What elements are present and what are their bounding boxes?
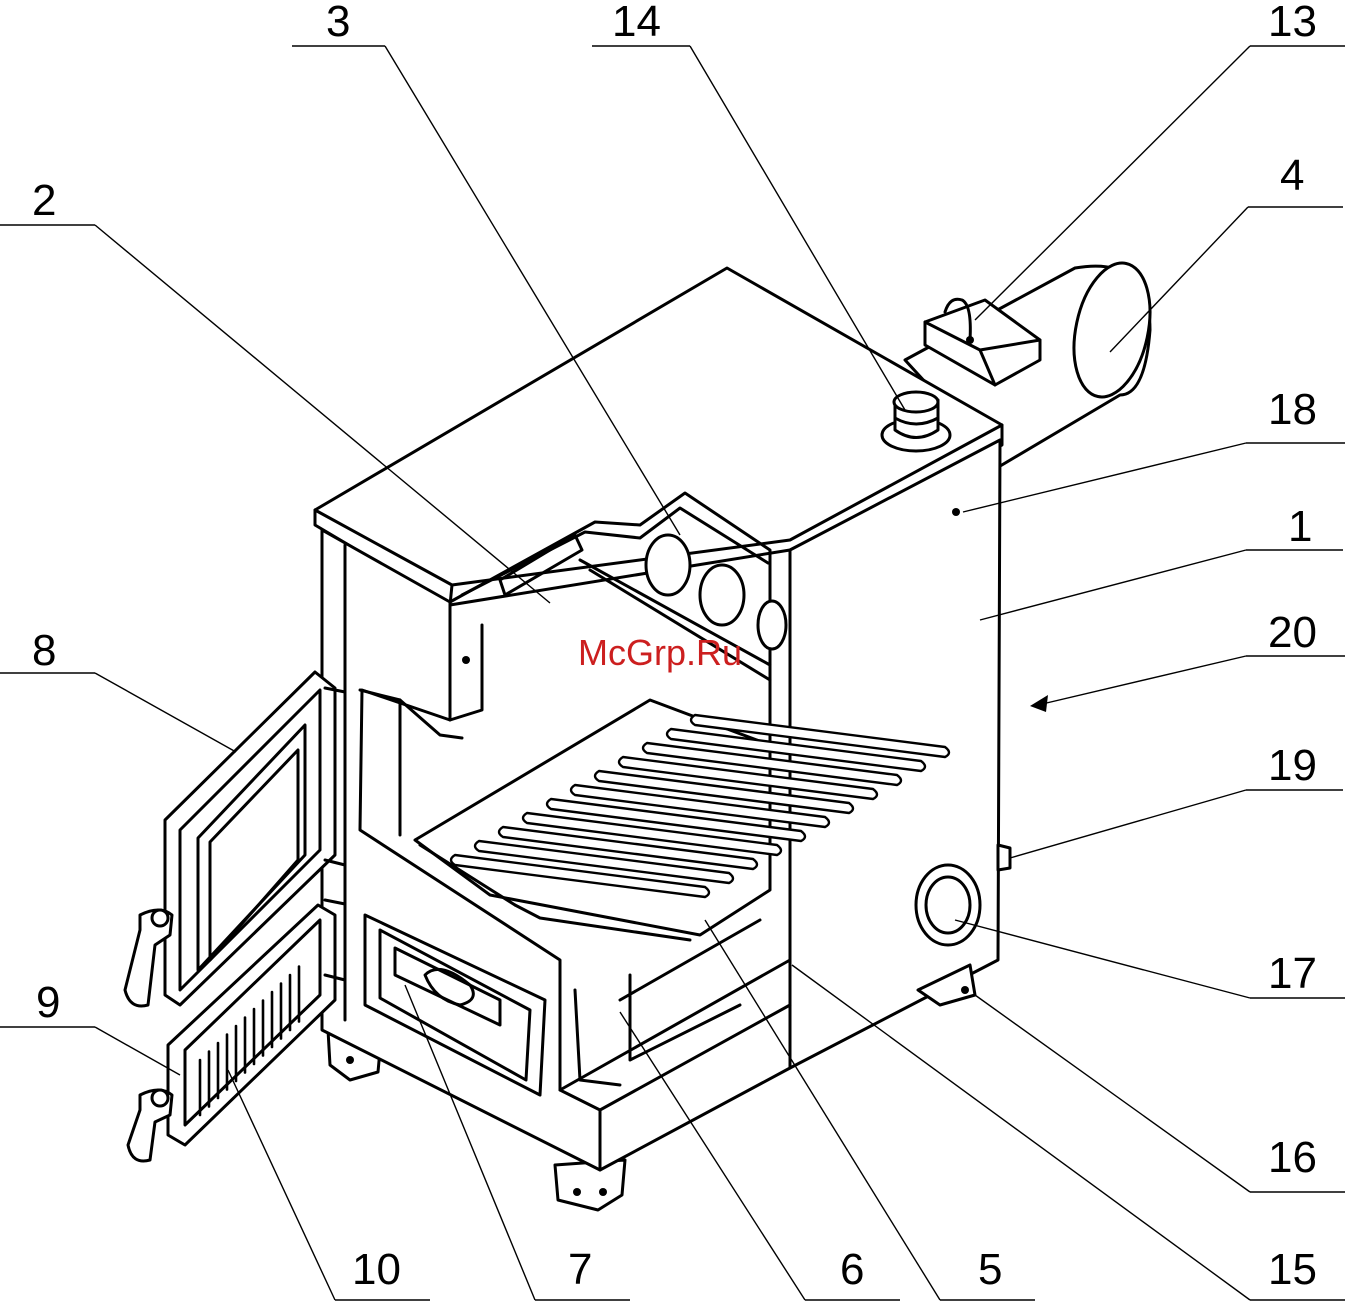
watermark: McGrp.Ru <box>578 632 742 673</box>
callout-label-6: 6 <box>840 1245 864 1294</box>
callout-label-7: 7 <box>568 1245 592 1294</box>
callout-label-16: 16 <box>1268 1133 1317 1182</box>
callout-label-3: 3 <box>326 0 350 46</box>
callout-label-4: 4 <box>1280 151 1304 200</box>
callout-label-10: 10 <box>352 1245 401 1294</box>
callout-label-20: 20 <box>1268 608 1317 657</box>
callout-label-15: 15 <box>1268 1245 1317 1294</box>
callout-label-9: 9 <box>36 978 60 1027</box>
callout-label-13: 13 <box>1268 0 1317 46</box>
callout-label-14: 14 <box>612 0 661 46</box>
callout-label-17: 17 <box>1268 949 1317 998</box>
callout-label-8: 8 <box>32 626 56 675</box>
callout-label-1: 1 <box>1288 502 1312 551</box>
callout-label-5: 5 <box>978 1245 1002 1294</box>
callout-label-18: 18 <box>1268 385 1317 434</box>
callout-label-2: 2 <box>32 176 56 225</box>
callout-label-19: 19 <box>1268 741 1317 790</box>
